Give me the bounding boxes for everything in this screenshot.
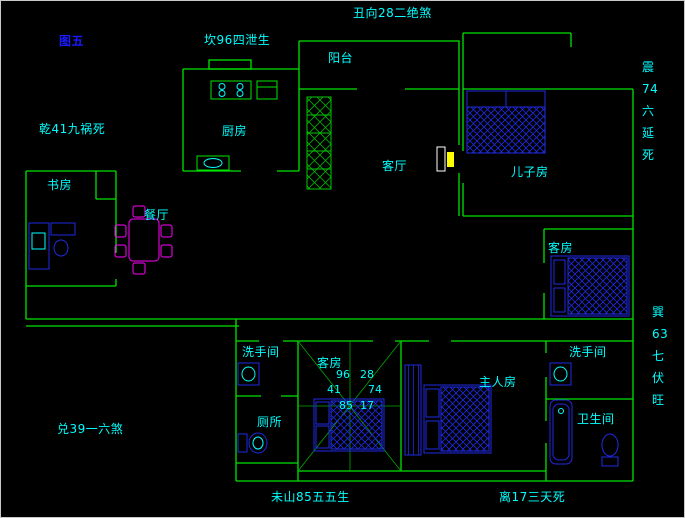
room-label-living-room: 客厅 [382,159,408,173]
fengshui-label-li: 离17三天死 [499,490,566,504]
room-label-master-room: 主人房 [479,375,517,389]
fengshui-label-kan: 坎96四泄生 [204,33,271,47]
guest-bed-center [313,398,385,452]
fengshui-label-xun: 巽 63 七 伏 旺 [652,305,669,407]
room-label-kitchen: 厨房 [222,124,248,138]
living-cabinet [306,96,332,190]
room-label-sons-room: 儿子房 [511,165,549,179]
room-label-washroom-left: 洗手间 [242,345,280,359]
figure-label: 图五 [59,34,85,48]
kitchen-fridge [256,80,278,100]
room-label-guest-room-center: 客房 [317,356,343,370]
kitchen-window [208,59,252,70]
master-wardrobe [404,364,422,456]
star-number-bottom-left: 85 [339,399,353,412]
fengshui-label-qian: 乾41九祸死 [39,122,106,136]
study-desk [28,222,76,270]
walls [25,32,634,482]
star-number-bottom-right: 17 [360,399,374,412]
entry-door [436,146,454,172]
room-label-guest-room-right: 客房 [548,241,574,255]
fengshui-label-top: 丑向28二绝煞 [353,6,432,20]
kitchen-stove [210,80,252,100]
toilet-left [237,432,268,454]
sink-left [237,362,260,386]
dining-table-set [114,205,173,275]
room-label-washroom-right: 洗手间 [569,345,607,359]
star-number-right: 74 [368,383,382,396]
star-number-left: 41 [327,383,341,396]
star-number-top-right: 28 [360,368,374,381]
room-label-study: 书房 [47,178,73,192]
master-bed [423,384,492,454]
room-label-toilet: 厕所 [257,415,283,429]
fengshui-label-zhen: 震 74 六 延 死 [642,60,659,162]
guest-bed-right [550,255,630,317]
sons-bed [466,90,546,154]
toilet-right [601,433,619,467]
bathtub [549,399,573,465]
room-label-bathroom: 卫生间 [577,412,615,426]
star-number-top-left: 96 [336,368,350,381]
sink-right [549,362,572,386]
room-label-balcony: 阳台 [328,51,354,65]
fengshui-label-dui: 兑39一六煞 [57,422,124,436]
fengshui-label-weishan: 未山85五五生 [271,490,350,504]
kitchen-sink [196,155,230,171]
room-label-dining-room: 餐厅 [144,208,170,222]
